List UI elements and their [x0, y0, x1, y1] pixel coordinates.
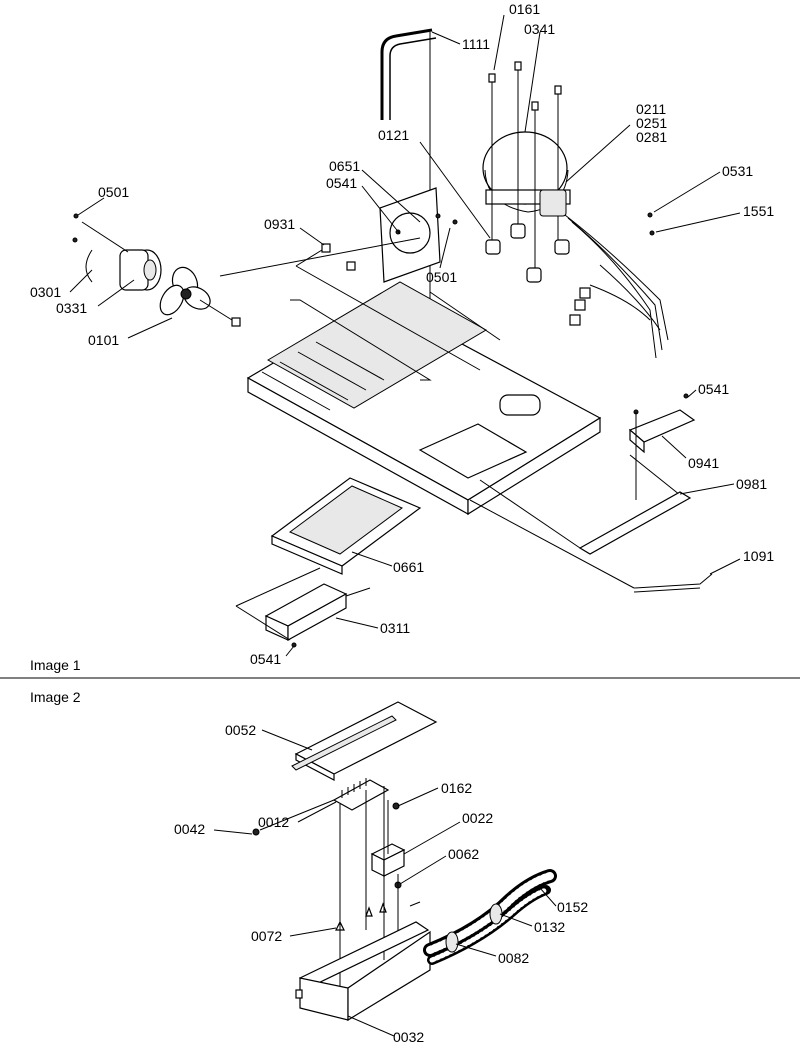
heater-part: [235, 567, 371, 648]
drain-pan-part: [270, 477, 422, 575]
part-label-0152: 0152: [557, 899, 588, 915]
drain-trough-part: [479, 479, 692, 555]
image1-caption: Image 1: [30, 657, 81, 673]
part-label-0341: 0341: [524, 21, 555, 37]
power-cord-part: [423, 869, 557, 965]
part-label-0211: 0211: [636, 101, 666, 117]
part-label-0101: 0101: [88, 332, 119, 348]
part-label-0281: 0281: [636, 129, 667, 145]
part-label-1091: 1091: [743, 548, 774, 564]
part-label-0661: 0661: [393, 559, 424, 575]
fan-motor-part: [72, 213, 241, 327]
wire-harness-part: [564, 212, 669, 359]
image2-caption: Image 2: [30, 689, 81, 705]
part-label-0541-b: 0541: [698, 381, 729, 397]
part-label-0082: 0082: [498, 950, 529, 966]
leader-lines-image2: [213, 729, 557, 1037]
fan-shroud-part: [379, 187, 458, 283]
part-label-0331: 0331: [56, 300, 87, 316]
part-label-0941: 0941: [688, 455, 719, 471]
part-label-0931: 0931: [264, 216, 295, 232]
part-label-0012: 0012: [258, 814, 289, 830]
part-label-0121: 0121: [378, 127, 409, 143]
part-label-0301: 0301: [30, 284, 61, 300]
part-label-0042: 0042: [174, 821, 205, 837]
part-label-0132: 0132: [534, 919, 565, 935]
leader-lines-image1: [69, 14, 741, 657]
thermostat-part: [628, 393, 696, 500]
image1-drawing: 0161 0341 1111 0211 0251 0281 0121 0651 …: [30, 1, 774, 673]
part-label-1111: 1111: [462, 36, 490, 52]
part-label-0162: 0162: [441, 780, 472, 796]
electrical-box-part: [295, 921, 431, 1022]
part-label-0651: 0651: [329, 158, 360, 174]
screw-parts: [335, 881, 421, 931]
image2-drawing: Image 2: [30, 689, 588, 1045]
part-label-0541: 0541: [326, 175, 357, 191]
part-label-0032: 0032: [393, 1029, 424, 1045]
part-label-0501-b: 0501: [426, 269, 457, 285]
part-label-0052: 0052: [225, 722, 256, 738]
part-label-0531: 0531: [722, 163, 753, 179]
part-label-1551: 1551: [743, 203, 774, 219]
part-label-0022: 0022: [462, 810, 493, 826]
part-label-0981: 0981: [736, 476, 767, 492]
part-label-0311: 0311: [380, 620, 410, 636]
evaporator-base-part: [219, 237, 602, 516]
circuit-board-part: [252, 778, 400, 836]
cover-plate-part: [291, 701, 438, 781]
drip-tube-part: [469, 499, 713, 593]
part-label-0062: 0062: [448, 846, 479, 862]
clip-parts: [295, 243, 356, 271]
part-label-0072: 0072: [251, 928, 282, 944]
part-label-0501: 0501: [98, 184, 129, 200]
compressor-part: [482, 61, 571, 283]
part-label-0251: 0251: [636, 115, 667, 131]
part-label-0161: 0161: [509, 1, 540, 17]
part-label-0541-c: 0541: [250, 651, 281, 667]
